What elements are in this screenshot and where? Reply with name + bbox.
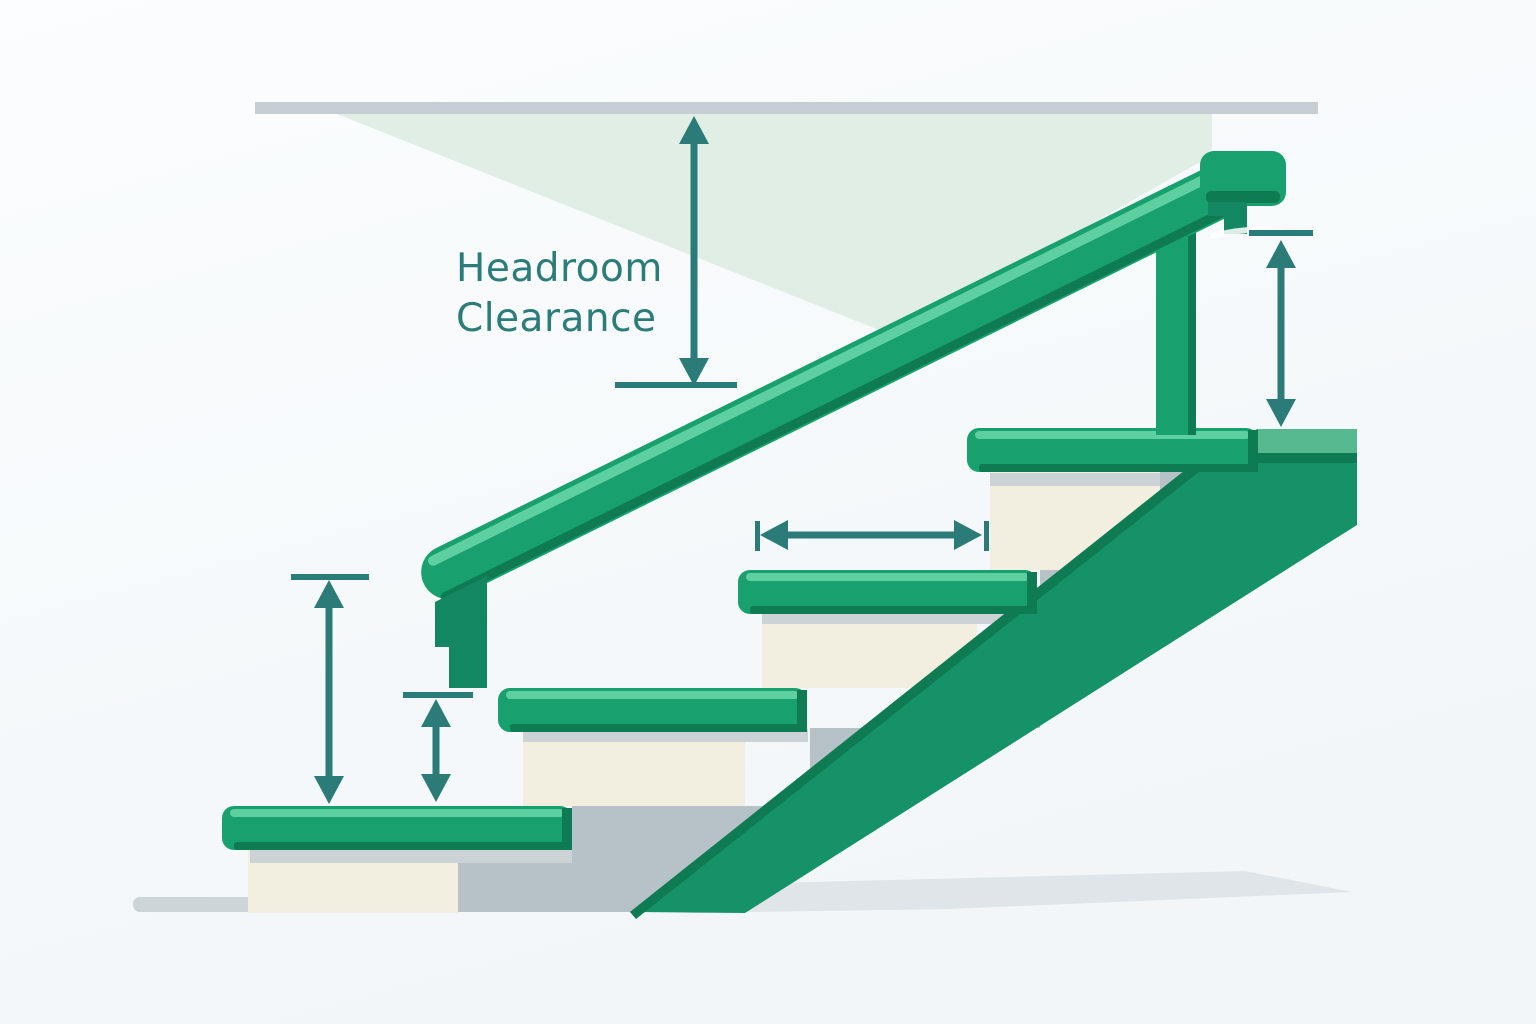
dimension-tick (1249, 230, 1313, 236)
arrow-shaft (1277, 252, 1285, 406)
tread-depth-arrow (755, 520, 989, 551)
arrowhead-up-icon (421, 699, 451, 727)
handrail-body (421, 166, 1241, 600)
floor-shadow (575, 871, 1352, 913)
dimension-tick-right (984, 521, 989, 551)
under-tread-shadow-4 (990, 473, 1160, 486)
handrail-top-bracket (1208, 202, 1247, 234)
handrail (421, 151, 1288, 688)
handrail-highlight (428, 170, 1218, 566)
tread-3-end-cap (1027, 572, 1037, 614)
arrowhead-right-icon (954, 520, 982, 550)
arrowhead-down-icon (1266, 399, 1296, 427)
tread-1-end-cap (562, 808, 572, 850)
arrowhead-left-icon (760, 520, 788, 550)
under-tread-shadow-3 (762, 611, 1039, 624)
landing-surface (1256, 429, 1357, 453)
landing-edge-line (1252, 452, 1357, 463)
arrow-shaft (325, 592, 333, 784)
step-side-shadow (458, 472, 1188, 912)
arrowhead-down-icon (421, 774, 451, 802)
dimension-tick (403, 692, 473, 698)
stringer (630, 463, 1357, 913)
headroom-label-line1: Headroom (456, 246, 663, 291)
under-tread-shadow-2 (523, 729, 808, 742)
ceiling-line (255, 102, 1318, 114)
handrail-height-arrow (1249, 230, 1313, 427)
under-tread-shadow-1 (250, 849, 572, 863)
tread-1 (222, 806, 572, 850)
headroom-label-line2: Clearance (456, 296, 657, 341)
headroom-clearance-arrow (615, 116, 737, 388)
arrow-shaft (690, 140, 698, 362)
arrow-shaft (432, 712, 440, 782)
headroom-label: Headroom Clearance (456, 246, 663, 341)
tread-3-shade (750, 606, 1037, 614)
dimension-tick-left (755, 521, 760, 551)
tread-4-highlight (975, 431, 1250, 439)
dimension-tick (615, 382, 737, 388)
tread-2-shade (510, 724, 807, 732)
tread-4-end-cap (1248, 430, 1258, 472)
handrail-bottom-bracket (435, 576, 487, 688)
arrow-shaft (772, 531, 970, 539)
tread-4 (967, 428, 1258, 472)
tread-4-shade (979, 464, 1258, 472)
dimension-tick (291, 574, 369, 580)
total-rise-arrow (291, 574, 369, 804)
arrowhead-up-icon (1266, 240, 1296, 268)
tread-1-highlight (230, 809, 564, 817)
arrowhead-up-icon (314, 580, 344, 608)
handrail-underside (440, 201, 1240, 602)
clearance-zone-wedge (337, 114, 1212, 336)
riser-height-arrow (403, 692, 473, 802)
tread-1-shade (234, 842, 572, 850)
post-shade (1188, 195, 1196, 435)
tread-2-highlight (506, 691, 799, 699)
arrowhead-down-icon (314, 776, 344, 804)
tread-3 (738, 570, 1037, 614)
tread-2-end-cap (797, 690, 807, 732)
stringer-edge (630, 463, 1200, 919)
arrowhead-down-icon (679, 358, 709, 386)
tread-3-highlight (746, 573, 1029, 581)
tread-2 (498, 688, 807, 732)
handrail-cap-shade (1206, 191, 1280, 203)
arrowhead-up-icon (679, 116, 709, 144)
